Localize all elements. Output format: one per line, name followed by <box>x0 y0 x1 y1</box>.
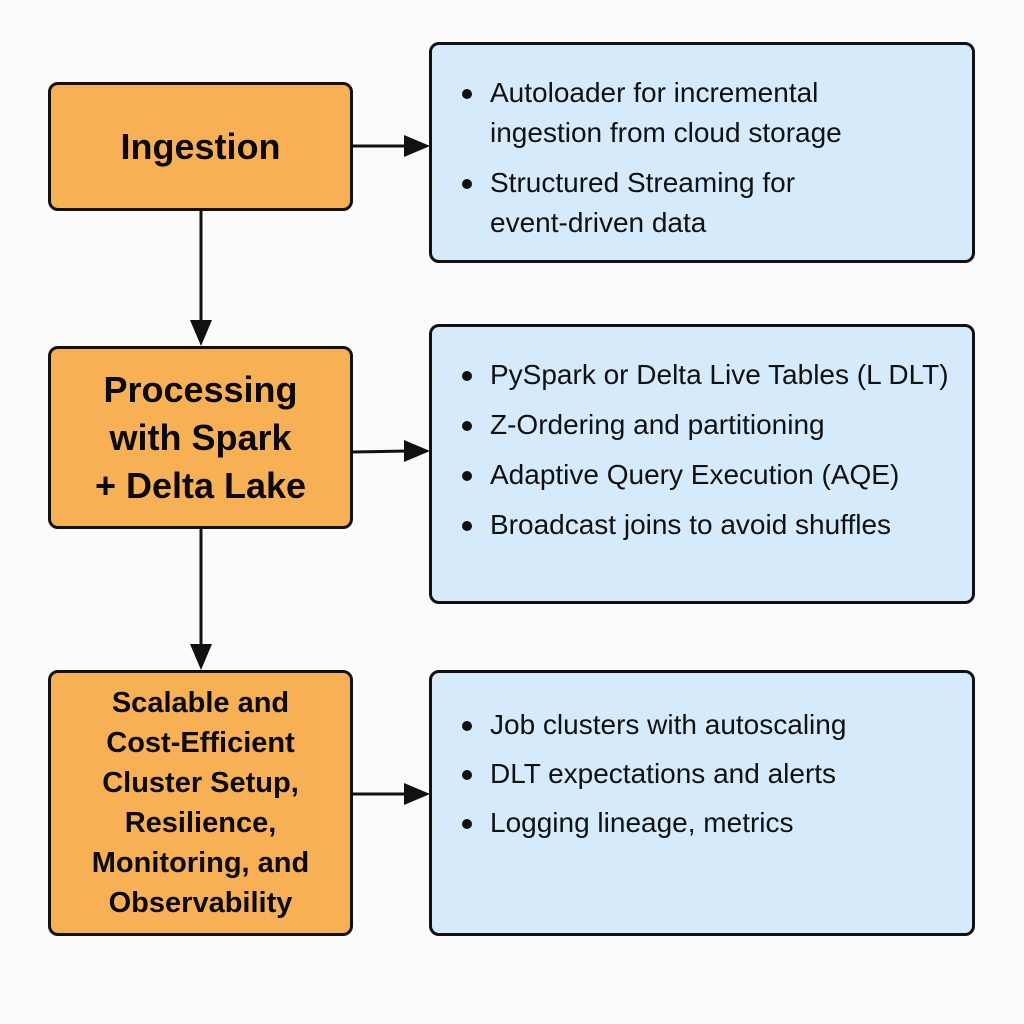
list-item: Structured Streaming for event-driven da… <box>432 163 972 243</box>
stage-title: Processing with Spark + Delta Lake <box>95 366 306 510</box>
detail-list: PySpark or Delta Live Tables (L DLT) Z-O… <box>432 355 972 545</box>
arrowhead-icon <box>404 783 430 805</box>
details-scalable-cluster: Job clusters with autoscaling DLT expect… <box>429 670 975 936</box>
details-processing: PySpark or Delta Live Tables (L DLT) Z-O… <box>429 324 975 604</box>
stage-title: Ingestion <box>121 125 281 169</box>
stage-title-line: Monitoring, and <box>91 847 310 879</box>
stage-title-line: Cluster Setup, <box>102 767 299 799</box>
detail-list: Job clusters with autoscaling DLT expect… <box>432 705 972 843</box>
list-item: PySpark or Delta Live Tables (L DLT) <box>432 355 972 395</box>
list-item: Adaptive Query Execution (AQE) <box>432 455 972 495</box>
stage-title-line: + Delta Lake <box>94 464 307 506</box>
stage-title-line: Resilience, <box>124 807 277 839</box>
stage-ingestion: Ingestion <box>48 82 353 211</box>
stage-title: Scalable and Cost-Efficient Cluster Setu… <box>92 683 309 923</box>
stage-title-line: Scalable and <box>111 687 290 719</box>
stage-processing: Processing with Spark + Delta Lake <box>48 346 353 529</box>
list-item: Z-Ordering and partitioning <box>432 405 972 445</box>
list-item: Autoloader for incremental ingestion fro… <box>432 73 972 153</box>
detail-list: Autoloader for incremental ingestion fro… <box>432 73 972 243</box>
list-item: Logging lineage, metrics <box>432 803 972 843</box>
arrowhead-icon <box>190 320 212 346</box>
details-ingestion: Autoloader for incremental ingestion fro… <box>429 42 975 263</box>
stage-title-line: Processing <box>103 368 298 410</box>
stage-title-line: Cost-Efficient <box>106 727 295 759</box>
arrowhead-icon <box>404 440 430 462</box>
arrowhead-icon <box>404 135 430 157</box>
stage-scalable-cluster: Scalable and Cost-Efficient Cluster Setu… <box>48 670 353 936</box>
list-item: DLT expectations and alerts <box>432 754 972 794</box>
arrow-processing-to-details <box>351 449 409 454</box>
stage-title-line: with Spark <box>109 416 292 458</box>
arrowhead-icon <box>190 644 212 670</box>
stage-title-line: Ingestion <box>120 125 281 167</box>
list-item: Broadcast joins to avoid shuffles <box>432 505 972 545</box>
stage-title-line: Observability <box>108 887 293 919</box>
list-item: Job clusters with autoscaling <box>432 705 972 745</box>
